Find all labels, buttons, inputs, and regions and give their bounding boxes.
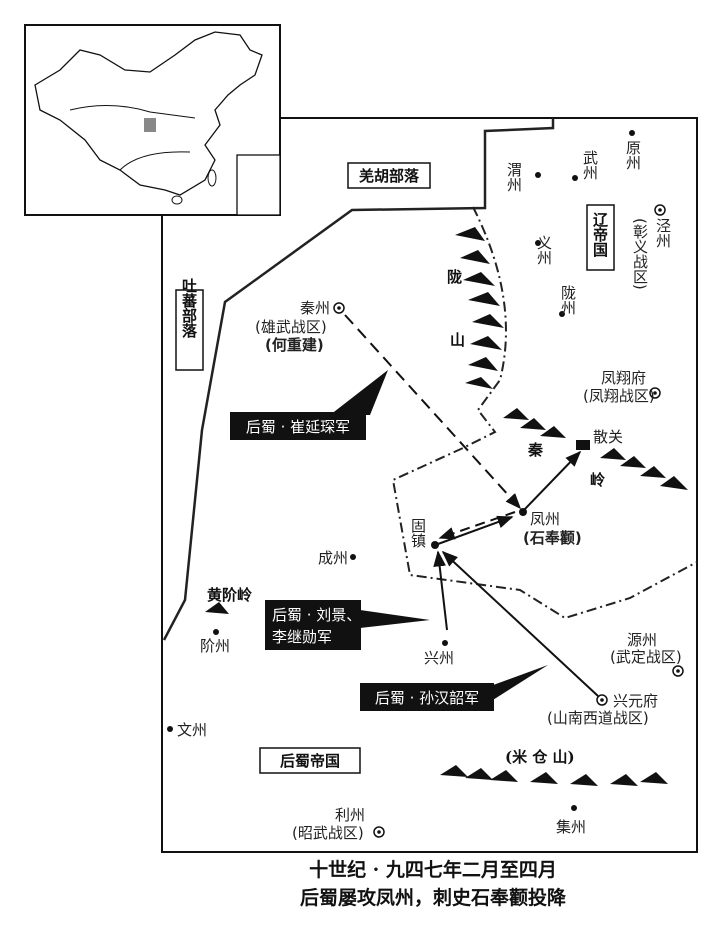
army-liu-line1: 后蜀 · 刘景、: [272, 606, 361, 624]
place-jingzhou-sub: (彰义战区): [631, 218, 649, 290]
map-frame: [161, 117, 698, 853]
region-box: [259, 747, 361, 774]
place-fengxiang-sub: (凤翔战区): [583, 387, 655, 405]
place-yizhou: 义州: [535, 235, 553, 265]
place-chengzhou: 成州: [318, 549, 348, 567]
place-longzhou: 陇州: [559, 285, 577, 315]
army-cui: 后蜀 · 崔延琛军: [246, 418, 350, 436]
place-yuanzhou: 原州: [624, 140, 642, 170]
capital-markers: [333, 204, 684, 838]
place-yuanzhou2-sub: (武定战区): [610, 648, 682, 666]
region-houshu: 后蜀帝国: [280, 752, 340, 770]
callout-pointer: [360, 610, 430, 628]
inset-china-map: [24, 24, 281, 216]
place-xingyuan: 兴元府: [613, 692, 658, 710]
region-box: [586, 204, 615, 271]
mountain-range-micang: [440, 765, 668, 786]
place-qinzhou-sub: (雄武战区): [255, 318, 327, 336]
mountain-label-qin-2: 岭: [590, 471, 605, 489]
route-fengzhou-guzhen: [438, 511, 516, 540]
army-label-box: [230, 412, 366, 440]
route-guzhen-fengzhou: [437, 515, 514, 545]
town-markers: [167, 130, 635, 811]
route-xingzhou-guzhen: [433, 550, 448, 631]
place-wenzhou: 文州: [177, 721, 207, 739]
mountain-label-long-1: 陇: [447, 268, 462, 286]
place-weizhou: 渭州: [505, 162, 523, 192]
place-lizhou: 利州: [335, 806, 365, 824]
liao-border: [391, 206, 698, 620]
route-cui: [344, 314, 522, 510]
mountain-label-long-2: 山: [450, 331, 465, 349]
pass-icon: [576, 440, 590, 450]
region-box: [347, 162, 431, 189]
region-tubo: 吐蕃部落: [180, 278, 198, 339]
mountain-label-micang: (米 仓 山): [505, 748, 575, 766]
route-xingyuan-guzhen: [441, 550, 599, 697]
route-fengzhou-sanguan: [523, 450, 582, 511]
caption-line1: 十世纪 · 九四七年二月至四月: [309, 858, 557, 881]
caption-line2: 后蜀屡攻凤州，刺史石奉颧投降: [300, 886, 567, 909]
place-lizhou-sub: (昭武战区): [292, 824, 364, 842]
place-wuzhou: 武州: [581, 150, 599, 180]
callout-pointer: [485, 665, 548, 705]
army-label-box: [265, 600, 361, 650]
mountain-range-long: [455, 227, 504, 389]
place-jizhou: 集州: [556, 818, 586, 836]
place-guzhen: 固镇: [409, 518, 427, 548]
place-yuanzhou2: 源州: [627, 631, 657, 649]
region-box: [175, 289, 204, 371]
region-liao: 辽帝国: [591, 212, 609, 258]
place-xingyuan-sub: (山南西道战区): [547, 709, 649, 727]
place-xingzhou: 兴州: [424, 649, 454, 667]
place-fengzhou-commander: (石奉颧): [523, 529, 582, 547]
army-sun: 后蜀 · 孙汉韶军: [375, 689, 479, 707]
mountain-range-qin: [503, 408, 688, 490]
place-qinzhou: 秦州: [300, 299, 330, 317]
place-fengxiang: 凤翔府: [601, 369, 646, 387]
callout-pointer: [330, 370, 388, 415]
place-sanguan: 散关: [593, 428, 623, 446]
mountain-huangjie: [205, 602, 229, 614]
region-qianghu: 羌胡部落: [359, 167, 420, 185]
army-label-box: [360, 683, 494, 711]
place-jingzhou: 泾州: [654, 218, 672, 248]
mountain-label-huangjie: 黄阶岭: [207, 586, 252, 604]
place-jiezhou: 阶州: [200, 637, 230, 655]
boundary-line: [162, 118, 555, 641]
place-qinzhou-commander: (何重建): [265, 336, 324, 354]
place-fengzhou: 凤州: [530, 510, 560, 528]
mountain-label-qin-1: 秦: [527, 441, 544, 459]
army-liu-line2: 李继勋军: [272, 628, 332, 646]
